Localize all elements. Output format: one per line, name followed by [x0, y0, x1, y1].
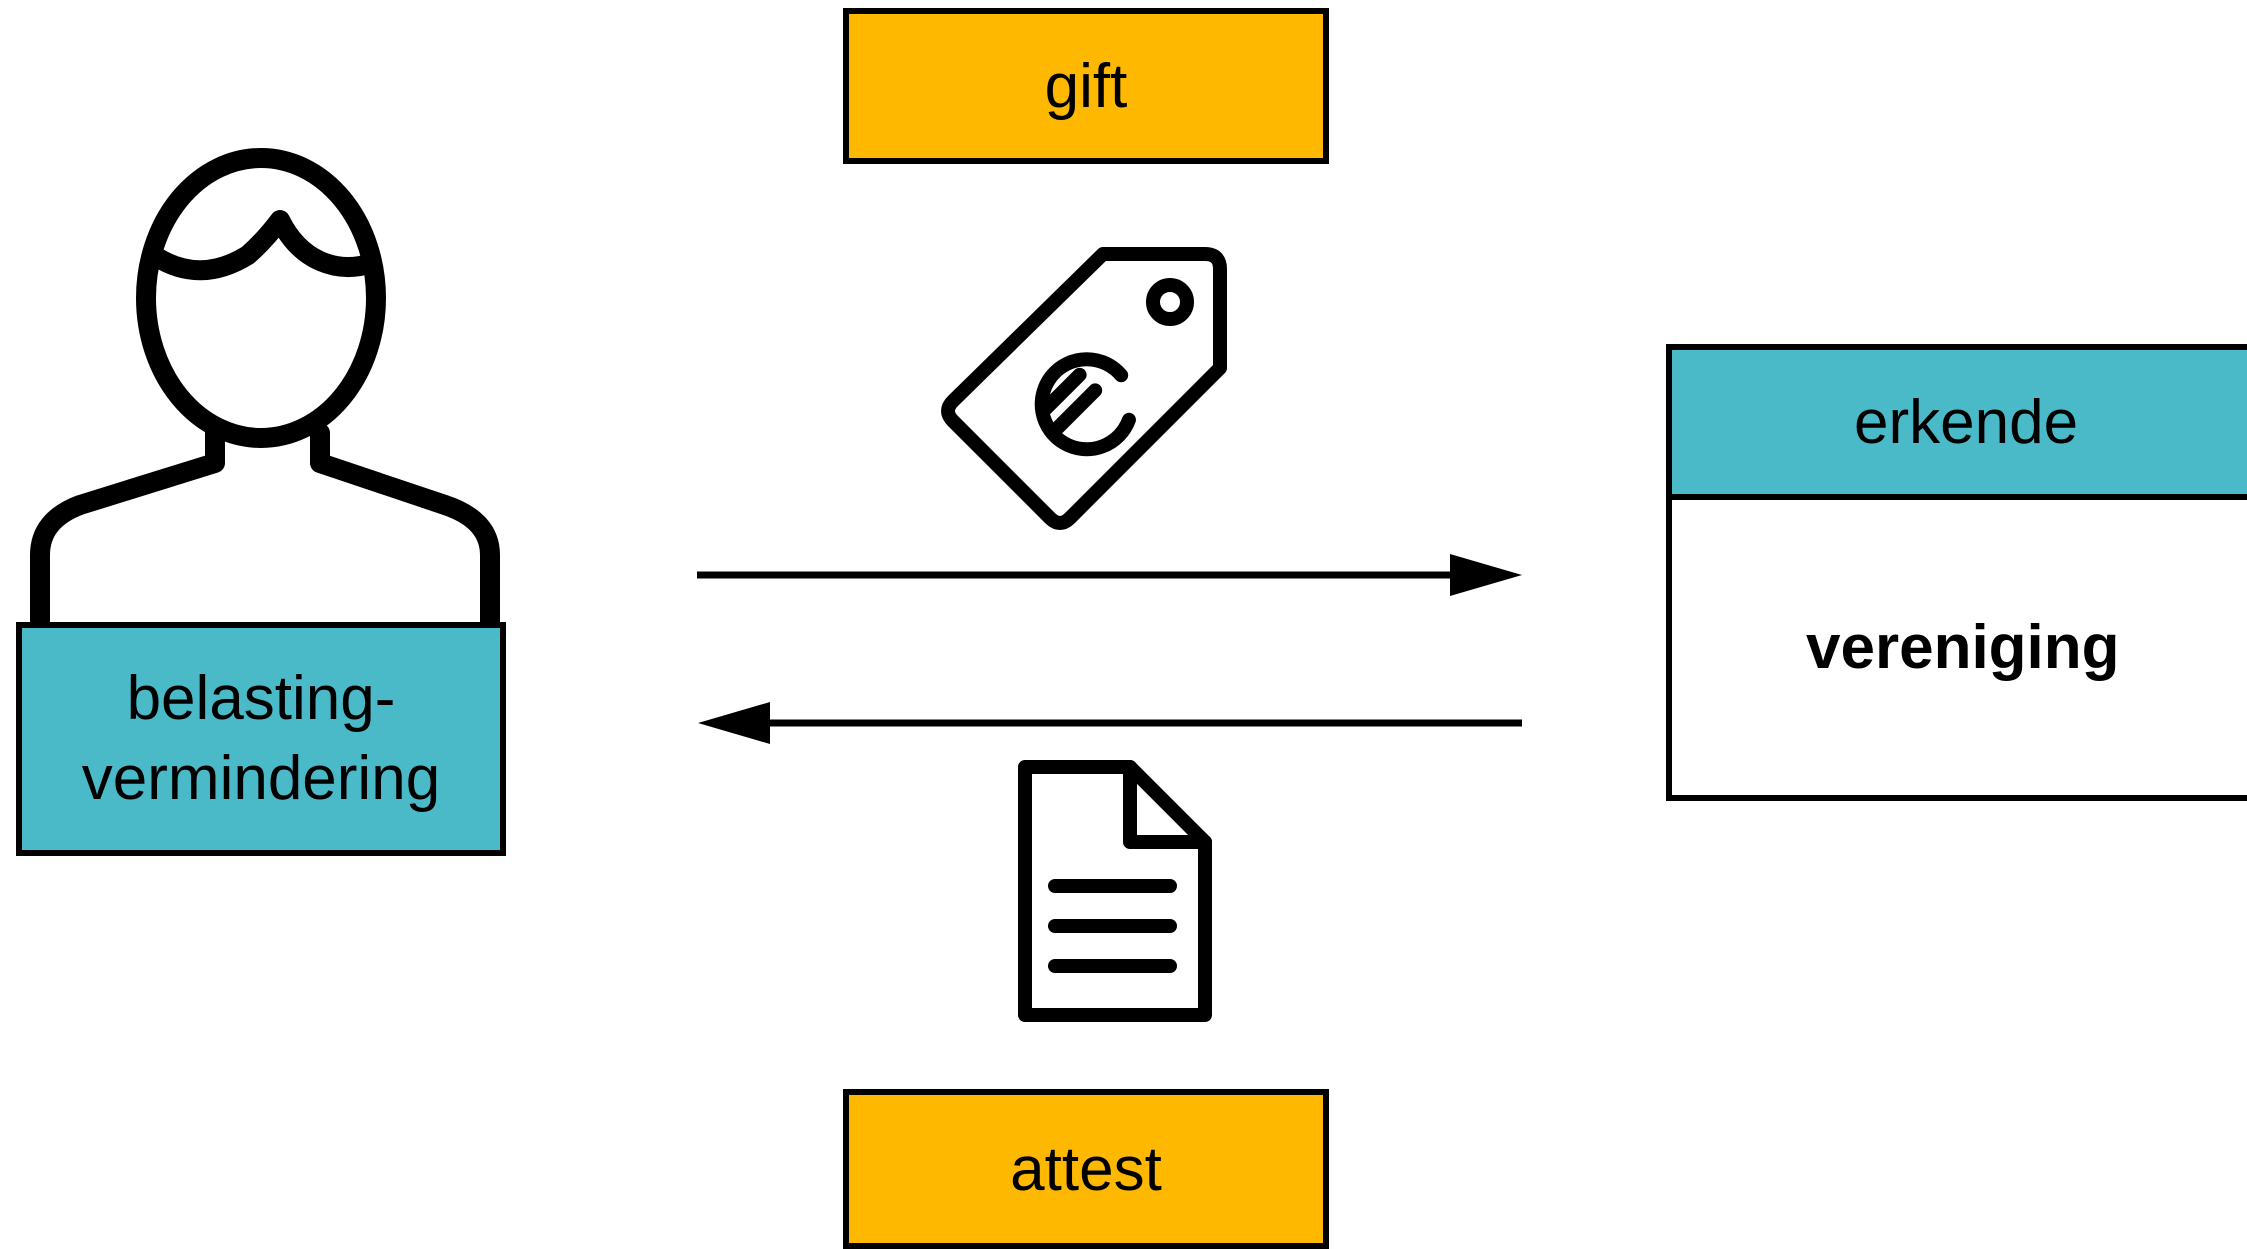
tax-reduction-label-line2: vermindering [81, 744, 441, 813]
organisation-header: erkende [1666, 344, 2247, 500]
backward-arrow [698, 702, 1522, 744]
forward-arrow [697, 554, 1522, 596]
tax-reduction-label-line1: belasting- [126, 664, 396, 733]
gift-label: gift [1044, 51, 1128, 121]
organisation-body-label: vereniging [1806, 613, 2120, 682]
document-icon [1018, 760, 1212, 1022]
organisation-body: vereniging [1666, 494, 2247, 801]
exchange-arrows [697, 554, 1522, 744]
tax-reduction-box: belasting- vermindering [16, 622, 506, 856]
euro-price-tag-icon [941, 247, 1227, 530]
gift-label-box: gift [843, 8, 1329, 164]
organisation-header-label: erkende [1854, 387, 2079, 457]
person-icon [30, 148, 500, 625]
attest-label: attest [1010, 1134, 1162, 1204]
attest-label-box: attest [843, 1089, 1329, 1249]
